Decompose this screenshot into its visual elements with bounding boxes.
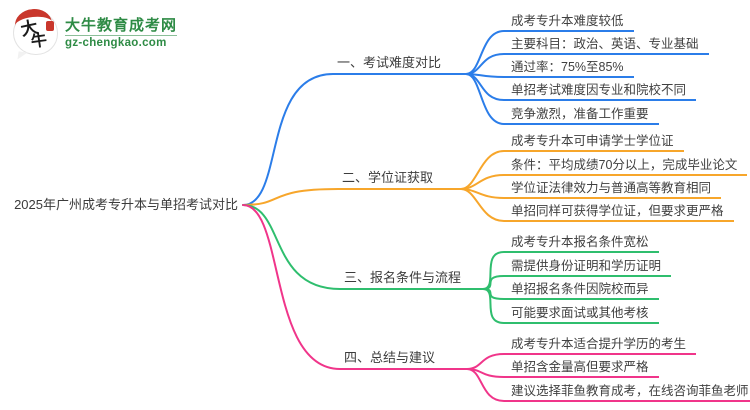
leaf-node: 单招报名条件因院校而异 [504,281,659,300]
leaf-node: 竞争激烈，准备工作重要 [504,106,659,125]
logo-site-url: gz-chengkao.com [65,36,167,49]
leaf-node: 单招同样可获得学位证，但要求更严格 [504,203,734,222]
branch-registration: 三、报名条件与流程 [340,269,483,290]
logo-bubble-tail [17,51,28,61]
logo-site-name: 大牛教育成考网 [65,16,178,34]
leaf-node: 通过率：75%至85% [504,59,634,78]
leaf-node: 主要科目：政治、英语、专业基础 [504,36,709,55]
logo-bull-icon: 大 牛 [13,7,58,61]
leaf-node: 建议选择菲鱼教育成考，在线咨询菲鱼老师 [504,383,750,402]
branch-summary: 四、总结与建议 [340,349,467,370]
leaf-node: 条件：平均成绩70分以上，完成毕业论文 [504,157,748,176]
leaf-node: 成考专升本难度较低 [504,13,634,32]
branch-degree-certificate: 二、学位证获取 [338,169,461,190]
leaf-node: 单招含金量高但要求严格 [504,359,659,378]
leaf-node: 学位证法律效力与普通高等教育相同 [504,180,722,199]
leaf-node: 单招考试难度因专业和院校不同 [504,82,697,101]
logo-text-block: 大牛教育成考网 gz-chengkao.com [65,16,178,50]
logo-seal-icon [46,21,54,31]
logo-divider [65,34,178,36]
leaf-node: 成考专升本报名条件宽松 [504,234,659,253]
branch-exam-difficulty: 一、考试难度对比 [333,54,466,75]
root-topic: 2025年广州成考专升本与单招考试对比 [14,197,238,212]
logo-char-niu: 牛 [29,29,49,52]
leaf-node: 成考专升本适合提升学历的考生 [504,336,697,355]
site-logo: 大 牛 大牛教育成考网 gz-chengkao.com [13,7,178,61]
leaf-node: 需提供身份证明和学历证明 [504,258,672,277]
leaf-node: 成考专升本可申请学士学位证 [504,133,684,152]
leaf-node: 可能要求面试或其他考核 [504,305,659,324]
